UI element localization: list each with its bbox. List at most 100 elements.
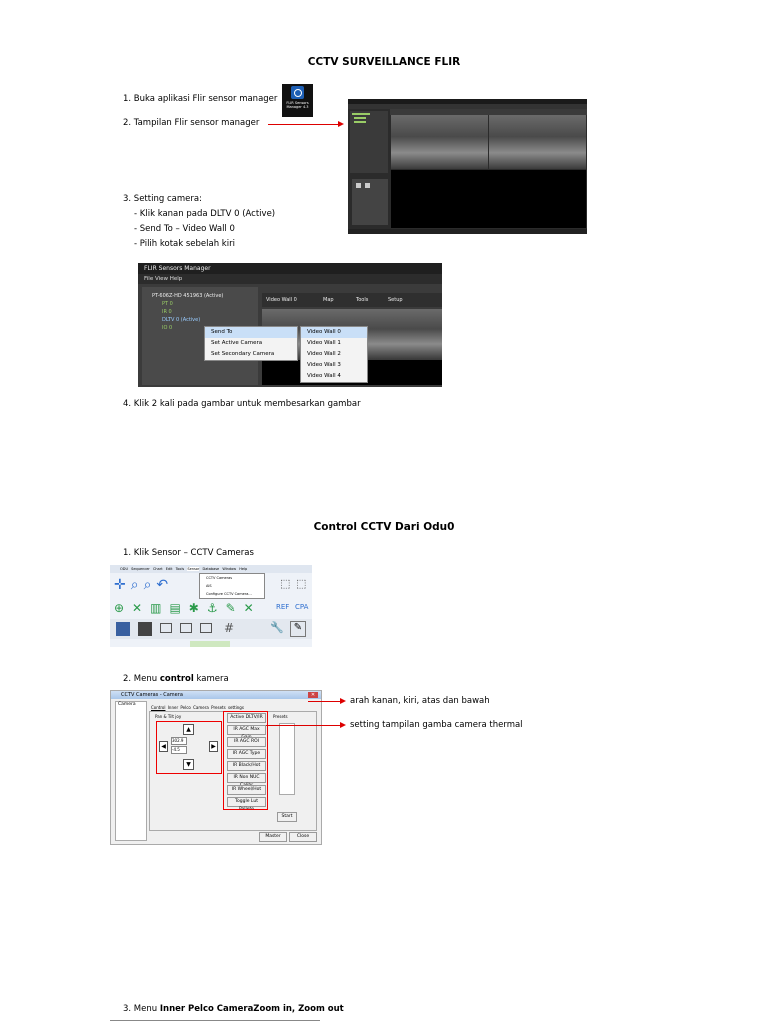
close-icon[interactable]: ✕ — [308, 692, 318, 698]
tree-item-pt[interactable]: PT 0 — [162, 301, 173, 307]
menu-set-secondary[interactable]: Set Secondary Camera — [211, 351, 275, 357]
menu-database[interactable]: Database — [202, 567, 220, 571]
flir-manager-screenshot — [348, 99, 587, 234]
tab-setup[interactable]: Setup — [388, 297, 403, 303]
menu-sequencer[interactable]: Sequencer — [131, 567, 150, 571]
menu-set-active[interactable]: Set Active Camera — [211, 340, 263, 346]
step2-prefix: 2. Menu — [123, 674, 160, 684]
tab-inner-pelco[interactable]: Inner Pelco Camera — [167, 705, 209, 710]
context-menu: Send To Set Active Camera Set Secondary … — [204, 326, 298, 361]
menu-configure-cctv[interactable]: Configure CCTV Camera... — [206, 592, 252, 596]
next-screenshot-edge — [110, 1020, 320, 1025]
tree-item-io[interactable]: IO 0 — [162, 325, 173, 331]
menu-ais[interactable]: AIS — [206, 584, 212, 588]
tab-control[interactable]: Control — [151, 705, 166, 710]
pan-tilt-group-label: Pan & Tilt joy — [155, 714, 182, 719]
tilt-up-button[interactable]: ▲ — [183, 724, 194, 735]
tilt-down-button[interactable]: ▼ — [183, 759, 194, 770]
btn-black-hot[interactable]: IR Black/Hot — [227, 761, 266, 771]
buttons-highlight — [223, 711, 268, 810]
flir-context-screenshot: FLIR Sensors Manager File View Help PT-6… — [138, 263, 442, 387]
menu-help[interactable]: Help — [239, 567, 248, 571]
submenu-video-wall-4[interactable]: Video Wall 4 — [307, 373, 341, 379]
sensor-menu: CCTV Cameras AIS Configure CCTV Camera..… — [199, 573, 265, 599]
submenu-video-wall-3[interactable]: Video Wall 3 — [307, 362, 341, 368]
toolbar-row1-icons[interactable]: ✛⌕⌕↶ — [114, 577, 174, 593]
select-icon[interactable]: ⬚ — [280, 577, 291, 590]
window-1-icon[interactable] — [160, 623, 172, 633]
pan-right-button[interactable]: ▶ — [209, 741, 218, 752]
tab-map[interactable]: Map — [323, 297, 334, 303]
menu-chart[interactable]: Chart — [152, 567, 163, 571]
step3-bold: Inner Pelco CameraZoom in, Zoom out — [159, 1004, 344, 1014]
btn-active-dltv[interactable]: Active DLTV/IR — [227, 713, 266, 723]
camera-list-item[interactable]: Camera — [118, 702, 136, 707]
pen-icon[interactable]: ✎ — [290, 621, 306, 637]
camera-dialog-screenshot: CCTV Cameras - Camera ✕ Camera Control I… — [110, 690, 322, 845]
window-2-icon[interactable] — [180, 623, 192, 633]
btn-agc-roi[interactable]: IR AGC ROI — [227, 737, 266, 747]
tab-tools[interactable]: Tools — [356, 297, 369, 303]
menu-window[interactable]: Window — [222, 567, 237, 571]
step3-sub-1: - Klik kanan pada DLTV 0 (Active) — [134, 209, 276, 219]
folder-icon[interactable] — [116, 622, 130, 636]
flir-app-icon[interactable]: FLIR Sensors Manager 4.3 — [282, 84, 313, 117]
menu-sensor[interactable]: Sensor — [187, 567, 200, 571]
tree-item-dltv[interactable]: DLTV 0 (Active) — [162, 317, 201, 323]
window-menubar[interactable]: File View Help — [138, 274, 442, 284]
tree-item-root[interactable]: PT-606Z-HD 451963 (Active) — [152, 293, 224, 299]
tab-presets[interactable]: Presets settings — [211, 705, 244, 710]
layer-icon[interactable] — [138, 622, 152, 636]
arrow-head-icon — [338, 121, 344, 127]
dialog-tabs[interactable]: Control Inner Pelco Camera Presets setti… — [151, 705, 244, 710]
presets-label: Presets — [273, 714, 288, 719]
joystick-highlight — [156, 721, 222, 774]
ref-label[interactable]: REF — [276, 603, 290, 611]
odu-toolbar-screenshot: ODU Sequencer Chart Edit Tools Sensor Da… — [110, 565, 312, 647]
annot1-arrow-head-icon — [340, 698, 346, 704]
menu-tools[interactable]: Tools — [175, 567, 185, 571]
annot2-text: setting tampilan gamba camera thermal — [350, 720, 523, 730]
tree-item-ir[interactable]: IR 0 — [162, 309, 172, 315]
close-button[interactable]: Close — [289, 832, 317, 842]
menu-send-to[interactable]: Send To — [205, 327, 297, 338]
toolbar-row2-icons[interactable]: ⊕✕▥▤✱⚓✎✕ — [114, 601, 262, 615]
pan-left-button[interactable]: ◀ — [159, 741, 168, 752]
dialog-title: CCTV Cameras - Camera — [111, 691, 321, 699]
odu-menubar[interactable]: ODU Sequencer Chart Edit Tools Sensor Da… — [110, 565, 312, 573]
master-button[interactable]: Master — [259, 832, 287, 842]
step2-bold: control — [159, 674, 194, 684]
arrow-line — [268, 124, 340, 125]
step2-suffix: kamera — [193, 674, 229, 684]
btn-wheel-hot[interactable]: IR Wheel/Hot — [227, 785, 266, 795]
window-3-icon[interactable] — [200, 623, 212, 633]
select-icon-2[interactable]: ⬚ — [296, 577, 307, 590]
section1-title: CCTV SURVEILLANCE FLIR — [307, 56, 461, 68]
menu-edit[interactable]: Edit — [165, 567, 173, 571]
flir-logo-icon — [291, 86, 304, 99]
step3-prefix: 3. Menu — [123, 1004, 160, 1014]
submenu-video-wall-0[interactable]: Video Wall 0 — [301, 327, 367, 338]
annot1-text: arah kanan, kiri, atas dan bawah — [350, 696, 490, 706]
annot2-arrow-line — [266, 725, 342, 726]
submenu-video-wall-1[interactable]: Video Wall 1 — [307, 340, 341, 346]
submenu-video-wall-2[interactable]: Video Wall 2 — [307, 351, 341, 357]
menu-odu[interactable]: ODU — [120, 567, 129, 571]
pan-value[interactable]: 302.9 — [171, 737, 187, 745]
btn-agc-type[interactable]: IR AGC Type — [227, 749, 266, 759]
section2-title: Control CCTV Dari Odu0 — [313, 521, 455, 533]
section2-step2: 2. Menu control kamera — [123, 674, 229, 684]
start-button[interactable]: Start — [277, 812, 297, 822]
tilt-value[interactable]: -4.5 — [171, 746, 187, 754]
wrench-icon[interactable]: 🔧 — [270, 621, 284, 634]
step3-sub-2: - Send To – Video Wall 0 — [134, 224, 235, 234]
section2-step3: 3. Menu Inner Pelco CameraZoom in, Zoom … — [123, 1004, 344, 1014]
step3-sub-3: - Pilih kotak sebelah kiri — [134, 239, 235, 249]
tab-video-wall[interactable]: Video Wall 0 — [266, 297, 297, 303]
presets-list[interactable] — [279, 723, 295, 795]
window-title: FLIR Sensors Manager — [138, 263, 442, 274]
menu-cctv-cameras[interactable]: CCTV Cameras — [206, 576, 233, 580]
grid-icon[interactable]: # — [224, 621, 235, 635]
cpa-label[interactable]: CPA — [295, 603, 309, 611]
step2-text: 2. Tampilan Flir sensor manager — [123, 118, 260, 128]
